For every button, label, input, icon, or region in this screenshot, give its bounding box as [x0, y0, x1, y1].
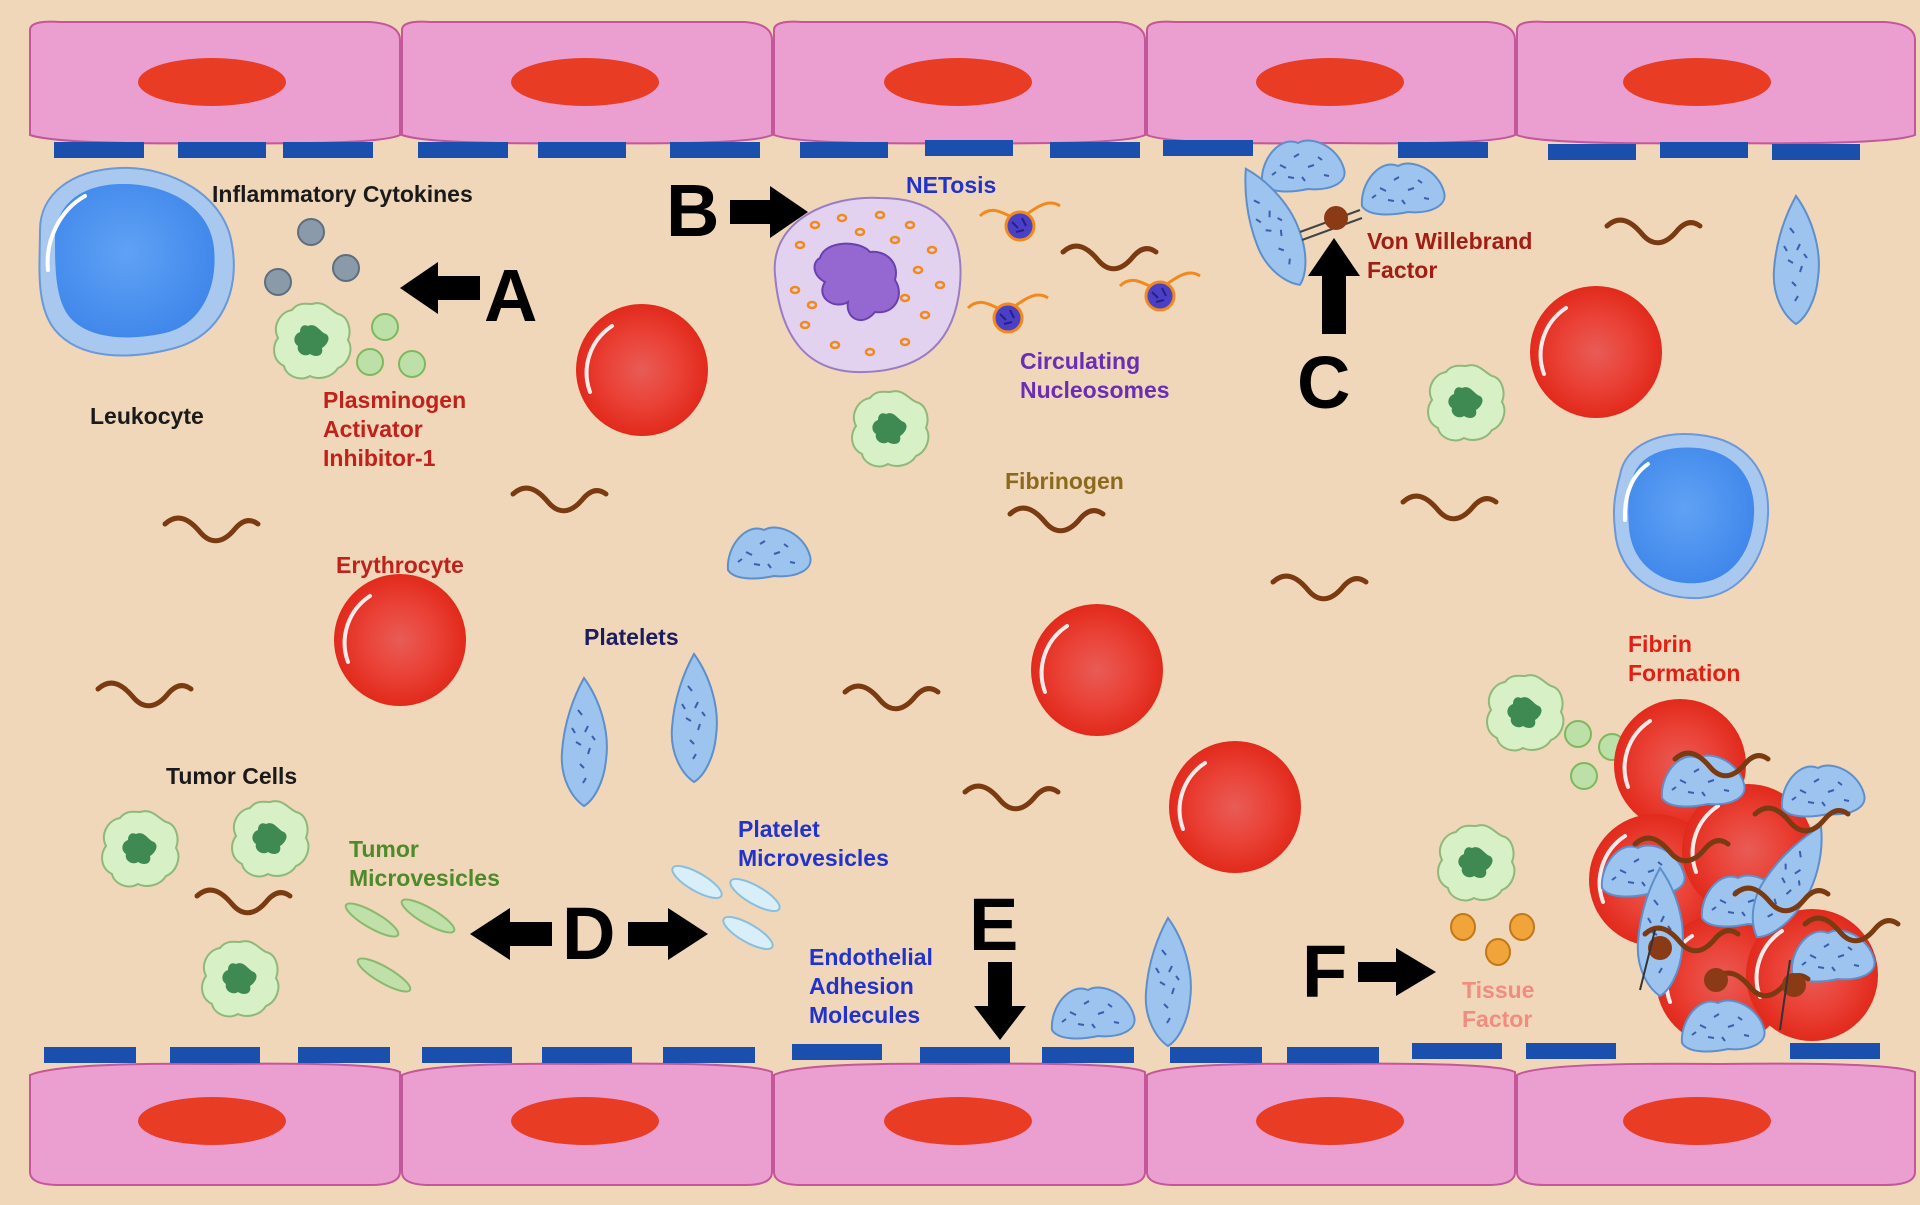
tumor-cell — [1437, 824, 1516, 902]
arrow-c — [1308, 238, 1360, 334]
arrow-d-left — [470, 908, 552, 960]
tumor-cell — [1486, 674, 1565, 752]
leukocyte-cell — [1612, 433, 1770, 600]
label-endothelial-adhesion-line3: Molecules — [809, 1002, 921, 1028]
label-tissue-factor-line1: Tissue — [1462, 977, 1535, 1003]
tumor-cell — [201, 940, 280, 1018]
top-adhesion-molecules — [54, 140, 1860, 160]
label-vwf-line2: Factor — [1367, 257, 1438, 283]
marker-c: C — [1297, 341, 1351, 424]
pai1-particles — [356, 313, 426, 378]
arrow-e — [974, 962, 1026, 1040]
tumor-cell — [273, 302, 352, 380]
label-circulating-nucleosomes-line1: Circulating — [1020, 348, 1141, 374]
label-tissue-factor-line2: Factor — [1462, 1006, 1533, 1032]
label-tumor-microvesicles-line1: Tumor — [349, 836, 419, 862]
platelet-microvesicles — [671, 864, 781, 951]
endothelial-nucleus — [511, 58, 659, 106]
erythrocyte-cell — [1167, 739, 1303, 875]
marker-e: E — [969, 883, 1019, 966]
marker-d: D — [562, 892, 616, 975]
endothelial-nucleus — [1623, 1097, 1771, 1145]
endothelial-nucleus — [138, 1097, 286, 1145]
top-endothelium — [29, 20, 1916, 145]
label-fibrin-formation-line2: Formation — [1628, 660, 1741, 686]
arrow-a — [400, 262, 480, 314]
leukocyte-cell — [38, 166, 235, 357]
label-platelets: Platelets — [584, 624, 679, 650]
label-pai1-line1: Plasminogen — [323, 387, 467, 413]
cytokine-particles — [264, 218, 360, 296]
tumor-cell — [101, 810, 180, 888]
marker-f: F — [1302, 930, 1348, 1013]
tissue-factor-particles — [1450, 913, 1535, 966]
label-platelet-microvesicles-line2: Microvesicles — [738, 845, 889, 871]
endothelial-nucleus — [511, 1097, 659, 1145]
marker-b: B — [666, 169, 720, 252]
label-endothelial-adhesion-line1: Endothelial — [809, 944, 933, 970]
label-circulating-nucleosomes-line2: Nucleosomes — [1020, 377, 1170, 403]
label-pai1-line2: Activator — [323, 416, 423, 442]
label-leukocyte: Leukocyte — [90, 403, 204, 429]
bottom-adhesion-molecules — [44, 1043, 1880, 1063]
erythrocyte-cell — [332, 572, 468, 708]
label-fibrin-formation-line1: Fibrin — [1628, 631, 1692, 657]
neutrophil-netosis — [773, 196, 962, 374]
endothelial-nucleus — [1256, 58, 1404, 106]
label-inflammatory-cytokines: Inflammatory Cytokines — [212, 181, 473, 207]
tumor-cell — [231, 800, 310, 878]
tumor-cell — [851, 390, 930, 468]
label-netosis: NETosis — [906, 172, 997, 198]
marker-a: A — [484, 254, 538, 337]
fibrin-clot — [1587, 697, 1898, 1053]
label-erythrocyte: Erythrocyte — [336, 552, 464, 578]
label-fibrinogen: Fibrinogen — [1005, 468, 1124, 494]
label-tumor-cells: Tumor Cells — [166, 763, 298, 789]
arrow-b — [730, 186, 808, 238]
label-pai1-line3: Inhibitor-1 — [323, 445, 436, 471]
arrow-d-right — [628, 908, 708, 960]
erythrocyte-cell — [1029, 602, 1165, 738]
erythrocyte-cell — [574, 302, 710, 438]
endothelial-nucleus — [884, 1097, 1032, 1145]
label-endothelial-adhesion-line2: Adhesion — [809, 973, 914, 999]
endothelial-nucleus — [1256, 1097, 1404, 1145]
bottom-endothelium — [29, 1062, 1916, 1186]
tumor-cell — [1427, 364, 1506, 442]
label-vwf-line1: Von Willebrand — [1367, 228, 1533, 254]
endothelial-nucleus — [138, 58, 286, 106]
arrow-f — [1358, 948, 1436, 996]
label-platelet-microvesicles-line1: Platelet — [738, 816, 820, 842]
erythrocyte-cell — [1528, 284, 1664, 420]
tumor-microvesicles — [344, 898, 456, 993]
endothelial-nucleus — [1623, 58, 1771, 106]
label-tumor-microvesicles-line2: Microvesicles — [349, 865, 500, 891]
von-willebrand-platelet-cluster — [1224, 139, 1446, 296]
endothelial-nucleus — [884, 58, 1032, 106]
